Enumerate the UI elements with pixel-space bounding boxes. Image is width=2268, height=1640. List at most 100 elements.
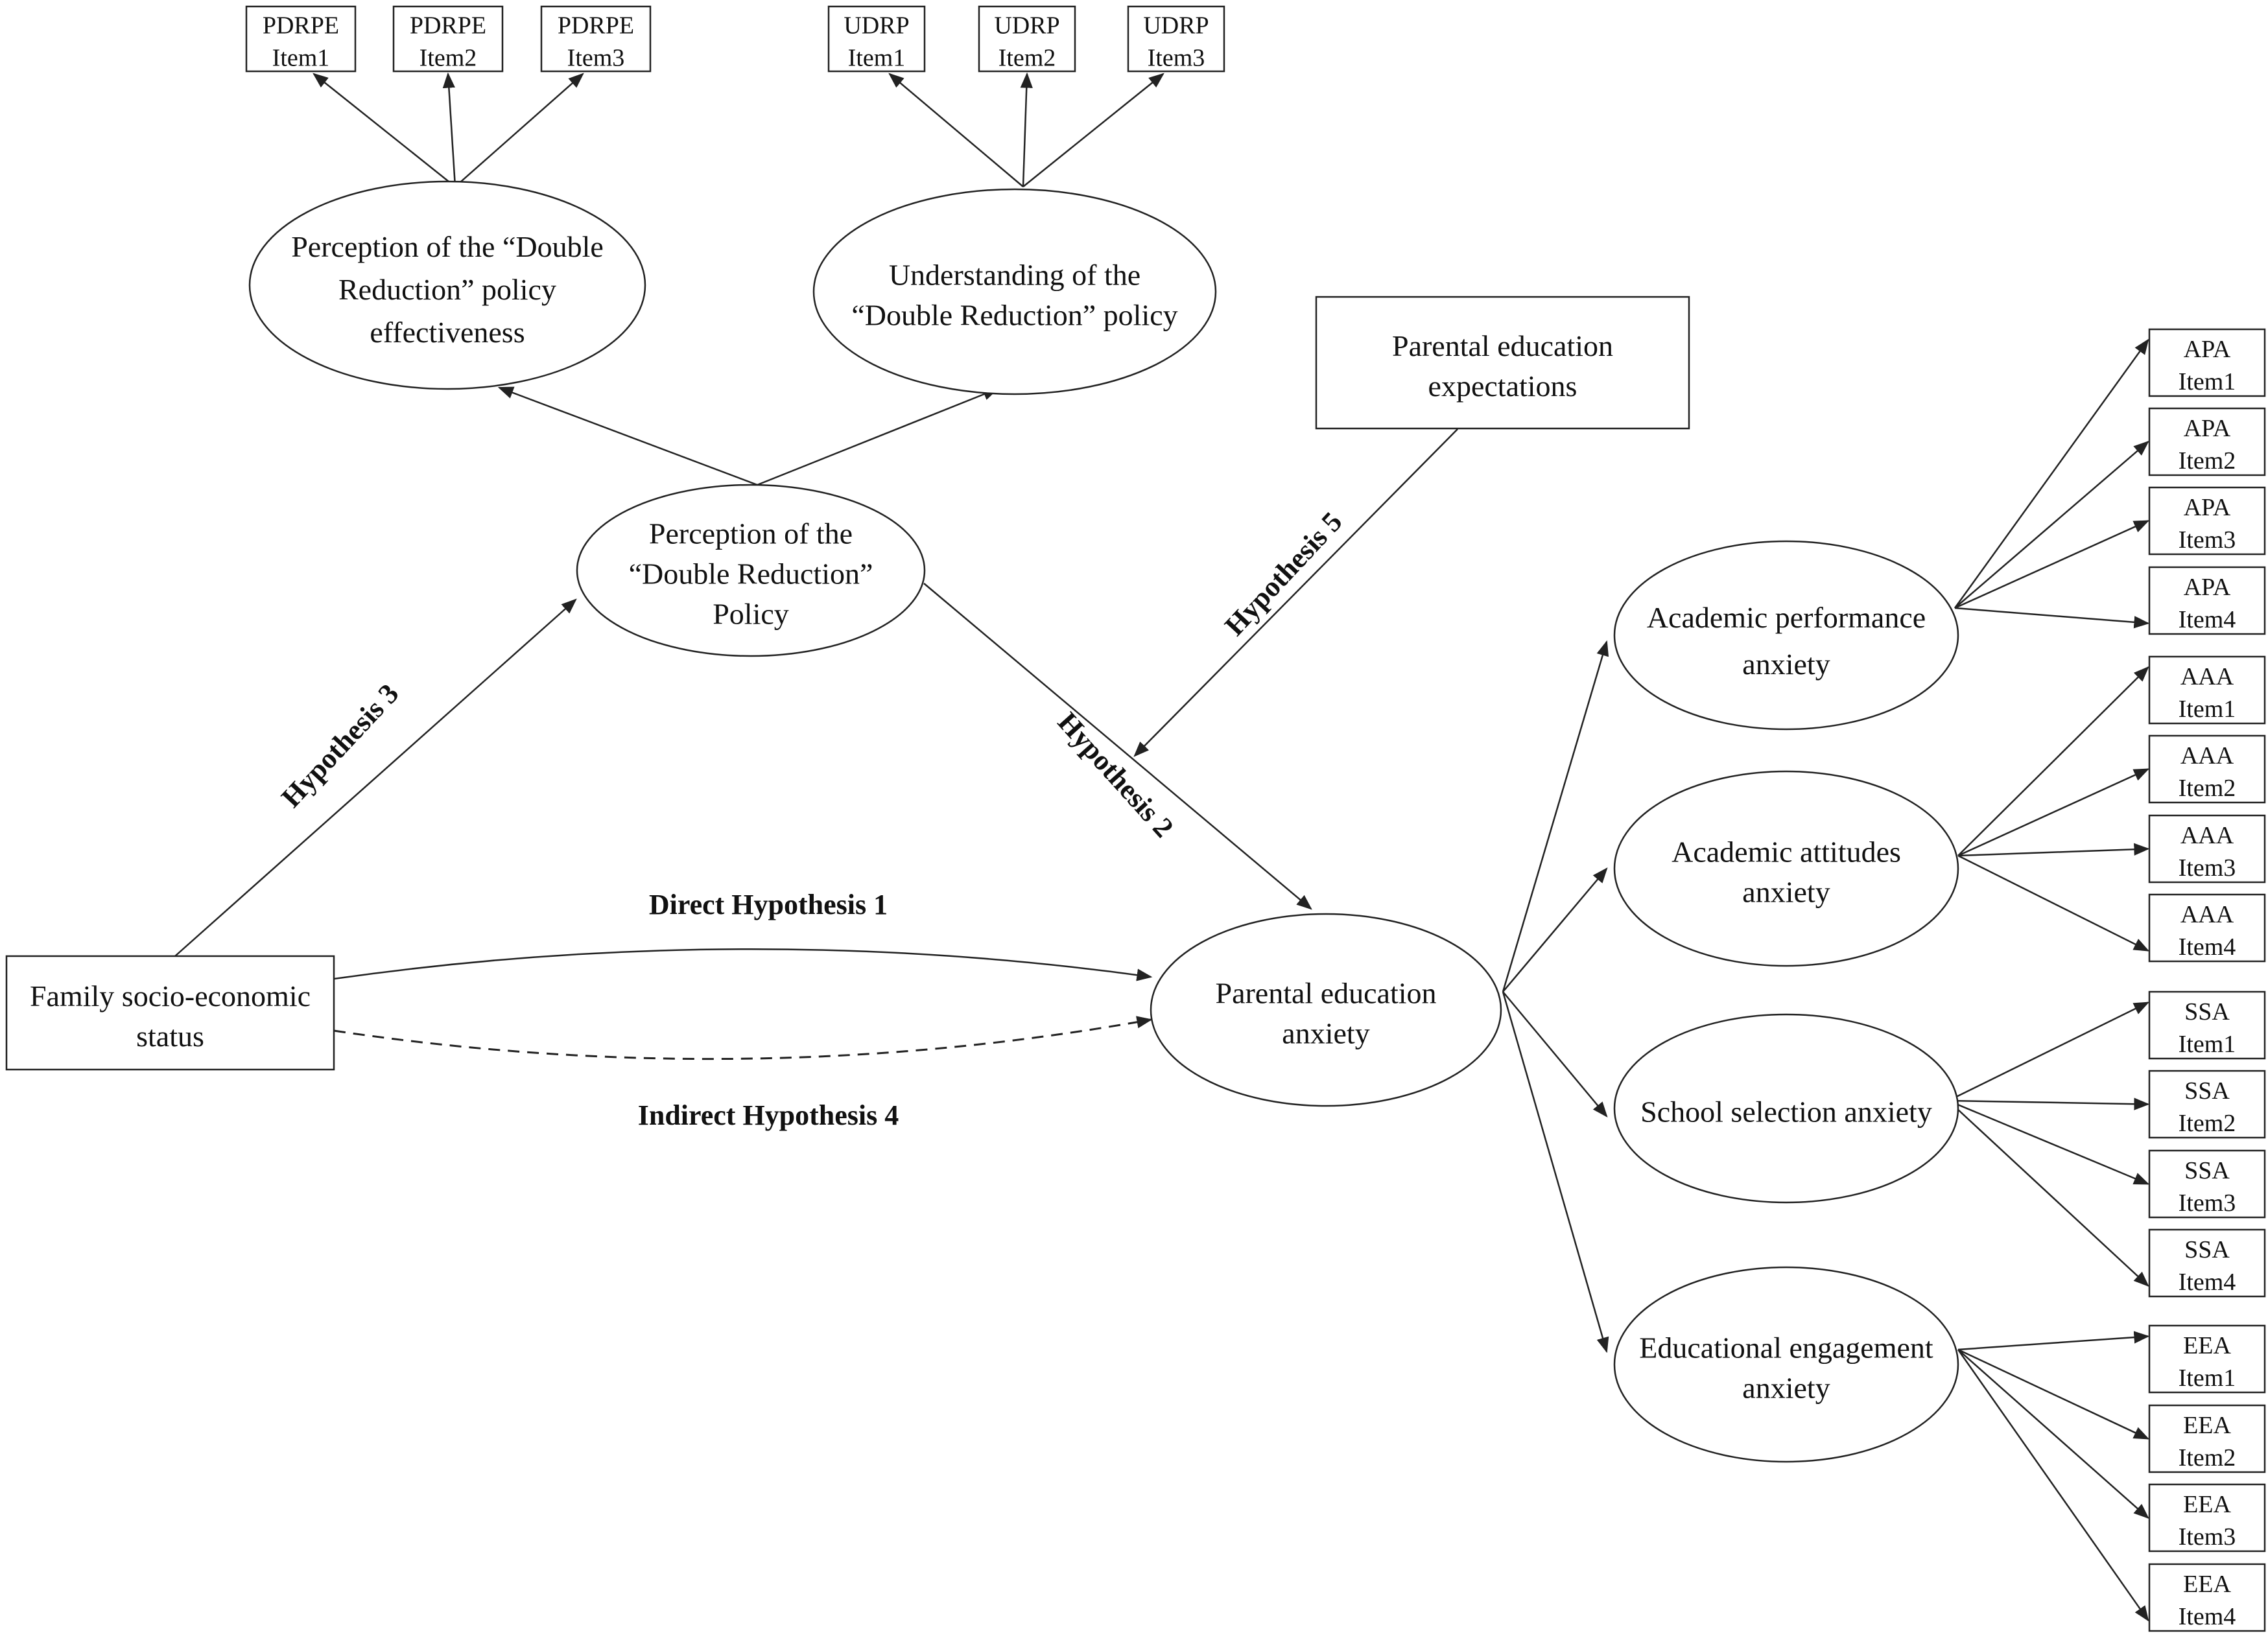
hypothesis-1-label: Direct Hypothesis 1 bbox=[649, 889, 888, 920]
node-udrp-ellipse bbox=[812, 188, 1217, 395]
edge-ssa-to-item1 bbox=[1948, 1002, 2150, 1102]
edge-pea-to-ssa bbox=[1502, 991, 1608, 1118]
indicator-apa-3-box bbox=[2148, 486, 2266, 556]
hypothesis-3-label: Hypothesis 3 bbox=[275, 677, 405, 814]
edge-pdrpe-to-item1 bbox=[313, 73, 456, 187]
hypothesis-4-label: Indirect Hypothesis 4 bbox=[638, 1099, 899, 1131]
edge-ses-to-pea-indirect bbox=[333, 1016, 1153, 1060]
indicator-aaa-3-box bbox=[2148, 814, 2266, 884]
indicator-apa-1-box bbox=[2148, 328, 2266, 397]
edge-pea-to-eea bbox=[1502, 991, 1609, 1353]
node-apa-ellipse bbox=[1613, 540, 1959, 731]
edge-eea-to-item4 bbox=[1957, 1349, 2149, 1622]
node-udrp-label: Understanding of the“Double Reduction” p… bbox=[851, 258, 1177, 331]
edge-apa-to-item3 bbox=[1954, 520, 2150, 609]
edge-udrp-to-item1 bbox=[888, 73, 1024, 187]
node-pdrp-label: Perception of the“Double Reduction”Polic… bbox=[629, 517, 873, 630]
edge-ssa-to-item2 bbox=[1948, 1097, 2150, 1110]
indicator-pdrpe-1-box bbox=[245, 5, 357, 73]
indicator-apa-2-box bbox=[2148, 407, 2266, 476]
edge-pdrp-to-pdrpe bbox=[497, 386, 758, 486]
indicator-pdrpe-2-box bbox=[392, 5, 504, 73]
indicator-udrp-2-box bbox=[978, 5, 1076, 73]
edge-ses-to-pdrp bbox=[174, 598, 577, 957]
indicator-aaa-1-box bbox=[2148, 655, 2266, 725]
edge-apa-to-item2 bbox=[1954, 440, 2149, 609]
indicator-eea-1-box bbox=[2148, 1324, 2266, 1394]
edge-pea-to-apa bbox=[1502, 640, 1609, 992]
hypothesis-5-label: Hypothesis 5 bbox=[1218, 506, 1348, 642]
indicator-apa-4-box bbox=[2148, 566, 2266, 635]
edge-pdrp-to-udrp bbox=[757, 388, 999, 486]
edge-ssa-to-item3 bbox=[1948, 1099, 2150, 1185]
edge-pdrp-to-pea bbox=[923, 583, 1312, 910]
node-pee-box bbox=[1315, 296, 1690, 430]
node-pea-ellipse bbox=[1150, 913, 1502, 1107]
edge-pea-to-aaa bbox=[1502, 867, 1608, 992]
indicator-eea-4-box bbox=[2148, 1563, 2266, 1632]
edge-eea-to-item3 bbox=[1957, 1349, 2149, 1519]
indicator-eea-2-box bbox=[2148, 1404, 2266, 1473]
edge-aaa-to-item4 bbox=[1957, 854, 2150, 952]
edge-apa-to-item1 bbox=[1954, 338, 2149, 609]
edge-aaa-to-item2 bbox=[1957, 768, 2150, 857]
edge-pdrpe-to-item3 bbox=[455, 73, 584, 187]
indicator-ssa-4-box bbox=[2148, 1228, 2266, 1298]
indicator-eea-3-box bbox=[2148, 1483, 2266, 1552]
node-eea-ellipse bbox=[1613, 1266, 1959, 1463]
indicator-udrp-3-box bbox=[1127, 5, 1225, 73]
indicator-ssa-2-box bbox=[2148, 1070, 2266, 1139]
indicator-ssa-3-box bbox=[2148, 1149, 2266, 1219]
edge-udrp-to-item2 bbox=[1020, 72, 1033, 187]
edge-aaa-to-item3 bbox=[1957, 843, 2150, 857]
node-aaa-ellipse bbox=[1613, 770, 1959, 967]
node-ses-box bbox=[5, 955, 335, 1071]
edge-udrp-to-item3 bbox=[1022, 73, 1164, 187]
edge-aaa-to-item1 bbox=[1957, 666, 2149, 856]
indicator-pdrpe-3-box bbox=[540, 5, 652, 73]
edge-pee-to-pea bbox=[1133, 428, 1458, 757]
edge-pdrpe-to-item2 bbox=[442, 72, 456, 187]
hypothesis-2-label: Hypothesis 2 bbox=[1052, 706, 1180, 843]
indicator-aaa-4-box bbox=[2148, 893, 2266, 963]
indicator-ssa-1-box bbox=[2148, 990, 2266, 1060]
indicator-aaa-2-box bbox=[2148, 734, 2266, 804]
edge-ssa-to-item4 bbox=[1948, 1100, 2149, 1287]
node-ssa-ellipse bbox=[1613, 1013, 1959, 1204]
indicator-udrp-1-box bbox=[827, 5, 926, 73]
node-pdrpe-ellipse bbox=[248, 180, 646, 390]
edge-apa-to-item4 bbox=[1954, 607, 2150, 629]
edge-eea-to-item2 bbox=[1957, 1348, 2150, 1440]
node-pdrp-ellipse bbox=[576, 484, 926, 657]
edge-eea-to-item1 bbox=[1957, 1331, 2150, 1351]
